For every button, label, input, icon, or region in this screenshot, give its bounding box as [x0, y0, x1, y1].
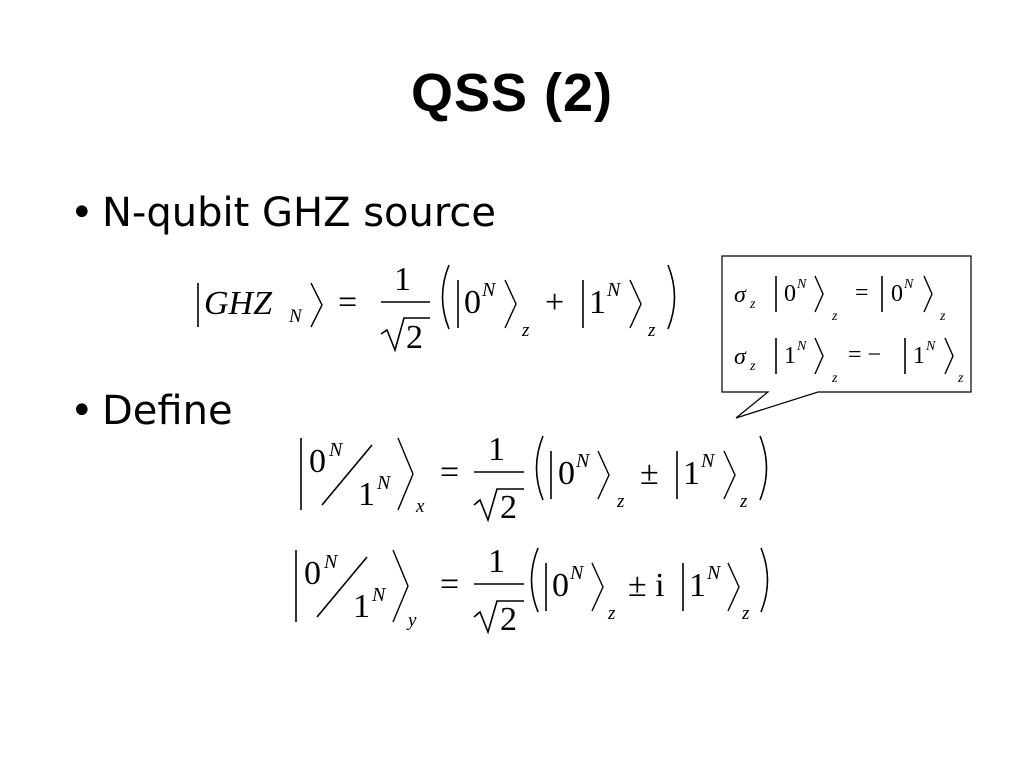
- equals-sign: =: [338, 284, 357, 321]
- ket-angle: [597, 450, 610, 500]
- basis-z: z: [741, 603, 750, 624]
- slash: [316, 556, 368, 618]
- right-paren: [760, 547, 769, 613]
- ket0: 0: [552, 567, 569, 604]
- ket0: 0: [891, 281, 903, 307]
- sqrt-sign: [380, 317, 430, 353]
- callout-shape: [721, 255, 972, 419]
- sigma-symbol: σ: [734, 344, 747, 370]
- left-paren: [530, 547, 539, 613]
- ket1-exponent: N: [700, 450, 716, 472]
- ghz-subscript: N: [288, 306, 303, 327]
- top-state: 0: [309, 443, 326, 480]
- callout-box: σ z 0 N z = 0 N z σ z 1 N z = − 1 N: [721, 255, 972, 419]
- sigma-subscript: z: [749, 297, 756, 312]
- sqrt-sign: [473, 600, 524, 635]
- equals-minus: = −: [848, 342, 881, 368]
- left-paren: [535, 435, 544, 501]
- top-exponent: N: [323, 551, 339, 573]
- equals-sign: =: [440, 566, 459, 603]
- ket-angle: [723, 450, 736, 500]
- sigma-symbol: σ: [734, 282, 747, 308]
- ket1: 1: [689, 567, 706, 604]
- ket-angle: [392, 549, 409, 623]
- top-exponent: N: [328, 439, 344, 461]
- ket0: 0: [784, 281, 796, 307]
- basis-y: y: [406, 610, 417, 631]
- ket-angle: [727, 562, 740, 612]
- ket1: 1: [913, 343, 925, 369]
- ket-angle: [923, 275, 933, 313]
- top-state: 0: [304, 555, 321, 592]
- equals-sign: =: [855, 280, 869, 306]
- sqrt-sign: [473, 488, 524, 523]
- right-paren: [759, 435, 768, 501]
- sqrt-argument: 2: [500, 601, 517, 638]
- ket-angle: [944, 337, 954, 375]
- sigma-subscript: z: [749, 359, 756, 374]
- ket-angle: [504, 279, 517, 329]
- ghz-label: GHZ: [204, 285, 273, 322]
- basis-x: x: [415, 496, 425, 517]
- ket-angle: [814, 337, 824, 375]
- ket-angle: [310, 282, 323, 328]
- exponent: N: [903, 277, 914, 292]
- sqrt-argument: 2: [500, 489, 517, 526]
- fraction-numerator: 1: [488, 543, 505, 580]
- ghz-equation: GHZ N = 1 2 0 N z + 1 N z: [197, 261, 676, 356]
- definition-y: 0 N 1 N y = 1 2 0 N z ± i 1 N z: [295, 543, 769, 638]
- bottom-exponent: N: [371, 584, 387, 606]
- ket-angle: [397, 437, 414, 511]
- ket0-exponent: N: [569, 562, 585, 584]
- basis-z: z: [647, 320, 656, 341]
- ket-angle: [629, 279, 642, 329]
- ket0: 0: [558, 455, 575, 492]
- bullet-dot-icon: •: [70, 190, 94, 236]
- left-paren: [441, 264, 450, 330]
- ket1: 1: [784, 343, 796, 369]
- right-paren: [667, 264, 676, 330]
- bullet-text: Define: [102, 388, 233, 434]
- plus-minus-i: ± i: [628, 567, 665, 604]
- bullet-text: N-qubit GHZ source: [102, 190, 497, 236]
- plus-minus: ±: [640, 455, 659, 492]
- equals-sign: =: [440, 454, 459, 491]
- ket1-exponent: N: [606, 279, 622, 301]
- exponent: N: [796, 277, 807, 292]
- plus-sign: +: [545, 284, 564, 321]
- bullet-define: •Define: [70, 388, 233, 434]
- fraction-numerator: 1: [394, 261, 411, 298]
- slash: [321, 444, 373, 506]
- slide-title: QSS (2): [410, 63, 614, 123]
- ket0-exponent: N: [481, 279, 497, 301]
- bottom-state: 1: [358, 476, 375, 513]
- sqrt-argument: 2: [406, 319, 423, 356]
- ket-angle: [591, 562, 604, 612]
- bullet-ghz-source: •N-qubit GHZ source: [70, 190, 496, 236]
- ket0: 0: [464, 284, 481, 321]
- basis-z: z: [739, 491, 748, 512]
- basis: z: [939, 309, 946, 324]
- ket0-exponent: N: [575, 450, 591, 472]
- exponent: N: [796, 339, 807, 354]
- ket1: 1: [683, 455, 700, 492]
- basis-z: z: [616, 491, 625, 512]
- bottom-exponent: N: [376, 472, 392, 494]
- exponent: N: [925, 339, 936, 354]
- ket-angle: [814, 275, 824, 313]
- bottom-state: 1: [353, 588, 370, 625]
- basis-z: z: [521, 320, 530, 341]
- basis: z: [831, 371, 838, 386]
- basis: z: [831, 309, 838, 324]
- basis-z: z: [607, 603, 616, 624]
- ket1: 1: [589, 284, 606, 321]
- ket1-exponent: N: [706, 562, 722, 584]
- basis: z: [957, 371, 964, 386]
- definition-x: 0 N 1 N x = 1 2 0 N z ± 1 N z: [300, 431, 768, 526]
- bullet-dot-icon: •: [70, 388, 94, 434]
- fraction-numerator: 1: [488, 431, 505, 468]
